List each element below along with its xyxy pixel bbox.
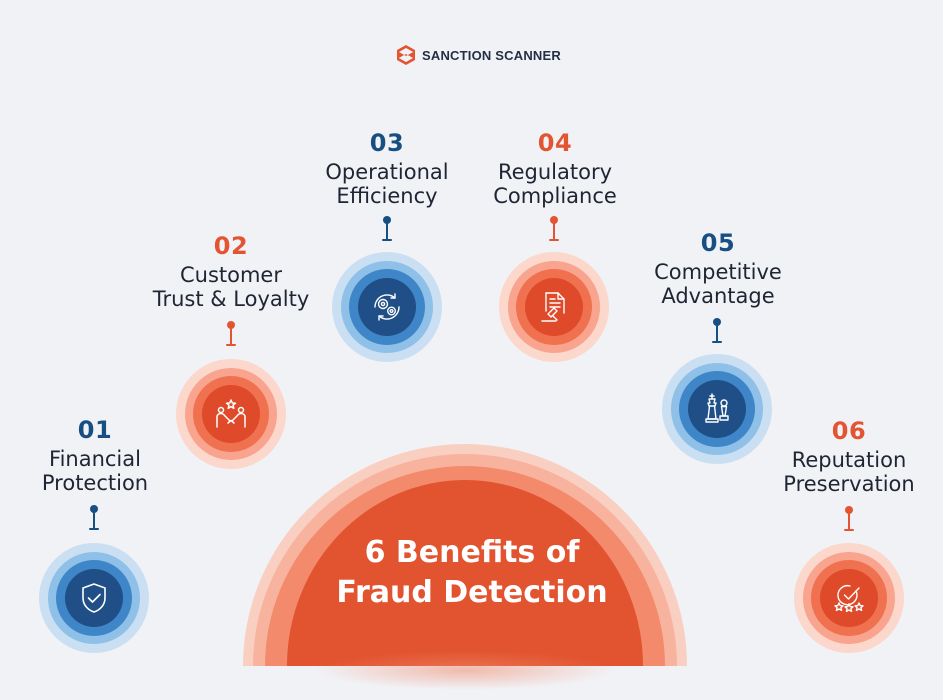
hero-title-line2: Fraud Detection	[336, 575, 608, 610]
benefit-06-disc	[794, 543, 904, 653]
benefit-number: 01	[77, 416, 113, 444]
benefit-03-pin	[382, 216, 392, 244]
gears-cycle-icon	[367, 287, 407, 327]
benefit-02-pin	[226, 321, 236, 349]
chess-pieces-icon	[697, 389, 737, 429]
benefit-title-line2: Trust & Loyalty	[152, 287, 310, 311]
benefit-05-label: 05 Competitive Advantage	[633, 230, 803, 308]
benefit-title-line2: Efficiency	[336, 184, 438, 208]
benefit-04-label: 04 Regulatory Compliance	[474, 130, 636, 208]
sanction-scanner-logo-icon	[396, 44, 416, 66]
shield-check-icon	[74, 578, 114, 618]
hero-title-line1: 6 Benefits of	[364, 535, 580, 570]
hero-title: 6 Benefits of Fraud Detection	[270, 533, 674, 613]
benefit-title-line1: Competitive	[654, 260, 782, 284]
benefit-title-line1: Financial	[49, 447, 141, 471]
benefit-title-line1: Customer	[179, 263, 282, 287]
benefit-title-line2: Preservation	[783, 472, 915, 496]
benefit-02-label: 02 Customer Trust & Loyalty	[131, 233, 331, 311]
benefit-05-disc	[662, 354, 772, 464]
brand-logo: SANCTION SCANNER	[396, 44, 561, 66]
hero-semicircle	[243, 420, 699, 700]
benefit-04-pin	[549, 216, 559, 244]
benefit-title-line2: Compliance	[493, 184, 617, 208]
benefit-title-line2: Protection	[41, 471, 149, 495]
benefit-number: 05	[700, 229, 736, 257]
benefit-title-line2: Advantage	[661, 284, 775, 308]
benefit-number: 04	[537, 129, 573, 157]
benefit-03-disc	[332, 252, 442, 362]
benefit-number: 03	[369, 129, 405, 157]
benefit-title-line1: Operational	[325, 160, 449, 184]
benefit-06-pin	[844, 506, 854, 534]
benefit-03-label: 03 Operational Efficiency	[306, 130, 468, 208]
handshake-star-icon	[211, 394, 251, 434]
benefit-01-label: 01 Financial Protection	[15, 417, 175, 495]
benefit-04-disc	[499, 252, 609, 362]
benefit-01-pin	[89, 505, 99, 533]
benefit-06-label: 06 Reputation Preservation	[759, 418, 939, 496]
rating-stars-icon	[829, 578, 869, 618]
benefit-01-disc	[39, 543, 149, 653]
brand-name: SANCTION SCANNER	[422, 47, 561, 63]
benefit-title-line1: Regulatory	[497, 160, 613, 184]
document-gavel-icon	[534, 287, 574, 327]
benefit-number: 02	[213, 232, 249, 260]
benefit-number: 06	[831, 417, 867, 445]
benefit-05-pin	[712, 318, 722, 346]
benefit-02-disc	[176, 359, 286, 469]
benefit-title-line1: Reputation	[791, 448, 907, 472]
